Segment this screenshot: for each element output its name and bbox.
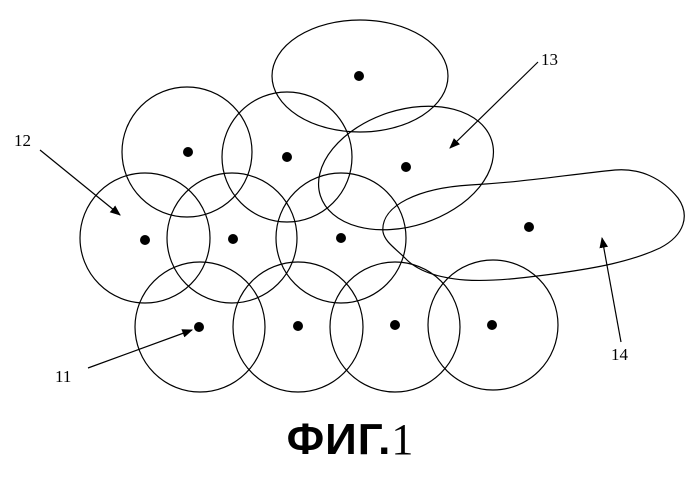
cell-center-dot [282, 152, 292, 162]
label-13: 13 [541, 50, 558, 69]
cell-center-dot [524, 222, 534, 232]
cell-center-dot [293, 321, 303, 331]
arrow-11 [88, 330, 192, 368]
figure-caption: ФИГ.1 [0, 418, 700, 462]
arrow-13 [450, 62, 538, 148]
arrow-14 [602, 238, 621, 342]
figure-caption-word: ФИГ. [287, 415, 392, 464]
label-14: 14 [611, 345, 629, 364]
cell-center-dot [228, 234, 238, 244]
cell-center-dot [336, 233, 346, 243]
cell-center-dot [401, 162, 411, 172]
label-11: 11 [55, 367, 71, 386]
arrow-12 [40, 150, 120, 215]
figure-caption-number: 1 [391, 415, 413, 464]
cell-center-dot [390, 320, 400, 330]
cell-center-dot [194, 322, 204, 332]
cell-center-dot [183, 147, 193, 157]
cell-center-dot [487, 320, 497, 330]
label-12: 12 [14, 131, 31, 150]
cell-center-dot [140, 235, 150, 245]
cell-center-dot [354, 71, 364, 81]
